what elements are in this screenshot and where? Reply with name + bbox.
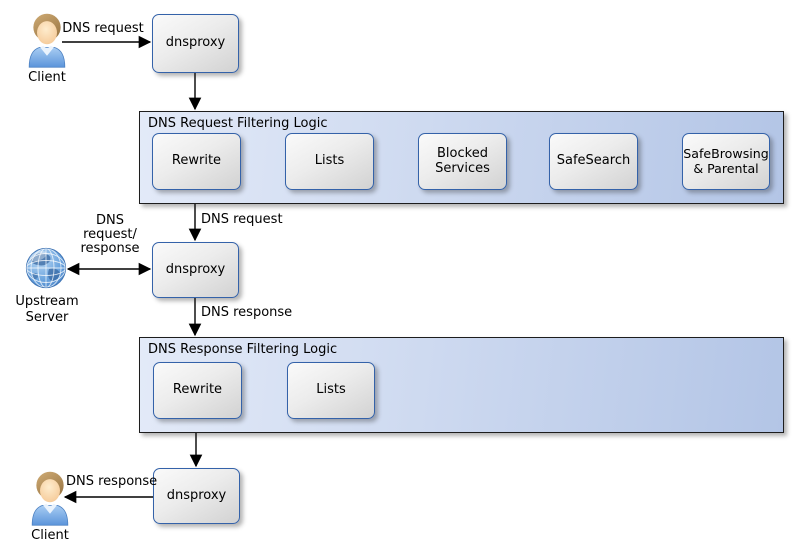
client-top-icon	[28, 13, 66, 68]
node-dnsproxy-ingress-label: dnsproxy	[165, 35, 226, 51]
resolver-upstream-label: DNS request/ response	[80, 213, 140, 256]
filter-to-resolver-label: DNS request	[201, 212, 283, 227]
upstream-server-icon	[25, 247, 67, 289]
upstream-server-label: Upstream Server	[15, 294, 79, 325]
client-bottom-icon	[31, 471, 69, 526]
client-bottom-label: Client	[31, 528, 69, 543]
request-filtering-title: DNS Request Filtering Logic	[148, 116, 328, 131]
resolver-to-filter-label: DNS response	[201, 305, 293, 320]
step-safesearch: SafeSearch	[549, 133, 638, 190]
step-rewrite: Rewrite	[152, 133, 241, 190]
node-dnsproxy-resolver: dnsproxy	[152, 242, 239, 298]
step-lists: Lists	[285, 133, 374, 190]
step-blocked-services: Blocked Services	[418, 133, 507, 190]
response-filtering-title: DNS Response Filtering Logic	[148, 342, 338, 357]
step-safebrowsing-parental: SafeBrowsing & Parental	[682, 133, 770, 190]
node-dnsproxy-ingress: dnsproxy	[152, 14, 239, 73]
egress-to-client-label: DNS response	[66, 474, 158, 489]
step-rewrite-response: Rewrite	[153, 362, 242, 419]
node-dnsproxy-egress-label: dnsproxy	[166, 487, 227, 503]
node-dnsproxy-egress: dnsproxy	[153, 468, 240, 524]
client-top-label: Client	[28, 70, 66, 85]
node-dnsproxy-resolver-label: dnsproxy	[165, 261, 226, 277]
step-lists-response: Lists	[287, 362, 375, 419]
client-to-ingress-label: DNS request	[62, 21, 144, 36]
response-filtering-container	[139, 337, 784, 433]
